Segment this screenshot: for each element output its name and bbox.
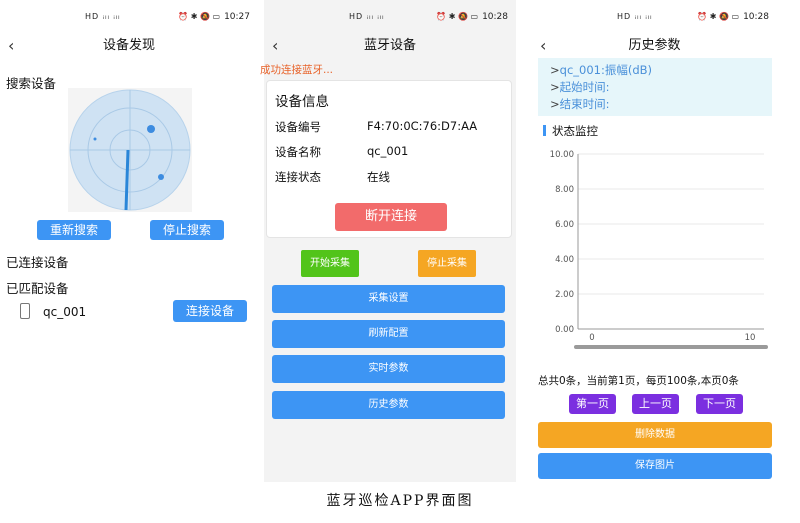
status-icons: ⏰ ✱ 🔕 ▭ bbox=[436, 12, 478, 21]
device-id-value: F4:70:0C:76:D7:AA bbox=[367, 119, 478, 133]
x-tick-label: 0 bbox=[589, 333, 594, 343]
back-arrow-icon[interactable]: ‹ bbox=[540, 36, 547, 55]
line-chart: 0.00 2.00 4.00 6.00 8.00 10.00 0 10 bbox=[550, 150, 768, 349]
realtime-params-button[interactable]: 实时参数 bbox=[272, 355, 505, 383]
refresh-config-button[interactable]: 刷新配置 bbox=[272, 320, 505, 348]
nav-bar: ‹ 蓝牙设备 bbox=[264, 33, 516, 59]
connect-device-button[interactable]: 连接设备 bbox=[173, 300, 247, 322]
screen-history-params: HD ᵢₗₗ ᵢₗₗ ⏰ ✱ 🔕 ▭ 10:28 ‹ 历史参数 >qc_001:… bbox=[532, 0, 777, 482]
pagination-text: 总共0条，当前第1页，每页100条,本页0条 bbox=[538, 375, 739, 387]
device-name: qc_001 bbox=[43, 305, 87, 319]
figure-caption: 蓝牙巡检APP界面图 bbox=[326, 493, 474, 509]
y-tick-label: 8.00 bbox=[555, 185, 574, 195]
device-name-value: qc_001 bbox=[367, 144, 409, 158]
page-title: 设备发现 bbox=[102, 38, 155, 53]
device-name-label: 设备名称 bbox=[275, 145, 321, 159]
search-label: 搜索设备 bbox=[6, 76, 57, 91]
y-tick-label: 0.00 bbox=[555, 325, 574, 335]
y-tick-label: 10.00 bbox=[550, 150, 574, 160]
prev-page-button[interactable]: 上一页 bbox=[632, 394, 679, 414]
query-info-panel: >qc_001:振幅(dB) >起始时间: >结束时间: bbox=[538, 58, 772, 116]
horizontal-scrollbar bbox=[574, 345, 768, 349]
page-title: 蓝牙设备 bbox=[363, 38, 416, 53]
delete-data-button[interactable]: 删除数据 bbox=[538, 422, 772, 448]
clock: 10:27 bbox=[224, 12, 250, 22]
query-line: >起始时间: bbox=[550, 80, 610, 94]
signal-indicator: HD ᵢₗₗ ᵢₗₗ bbox=[349, 12, 385, 21]
save-image-button[interactable]: 保存图片 bbox=[538, 453, 772, 479]
nav-bar: ‹ 设备发现 bbox=[0, 33, 258, 59]
disconnect-button[interactable]: 断开连接 bbox=[335, 203, 447, 231]
status-monitor-label: 状态监控 bbox=[552, 124, 598, 138]
x-tick-label: 10 bbox=[745, 333, 756, 343]
device-info-card: 设备信息 设备编号 F4:70:0C:76:D7:AA 设备名称 qc_001 … bbox=[266, 80, 512, 238]
radar-scanner bbox=[68, 88, 192, 212]
status-bar: HD ᵢₗₗ ᵢₗₗ ⏰ ✱ 🔕 ▭ 10:28 bbox=[532, 10, 777, 26]
status-icons: ⏰ ✱ 🔕 ▭ bbox=[697, 12, 739, 21]
nav-bar: ‹ 历史参数 bbox=[532, 33, 777, 59]
page-title: 历史参数 bbox=[628, 38, 681, 53]
collect-settings-button[interactable]: 采集设置 bbox=[272, 285, 505, 313]
rescan-button[interactable]: 重新搜索 bbox=[37, 220, 111, 240]
info-title: 设备信息 bbox=[275, 94, 329, 110]
paired-devices-label: 已匹配设备 bbox=[6, 281, 69, 296]
signal-indicator: HD ᵢₗₗ ᵢₗₗ bbox=[617, 12, 653, 21]
stop-collect-button[interactable]: 停止采集 bbox=[418, 250, 476, 277]
toast-message: 成功连接蓝牙... bbox=[260, 64, 334, 76]
device-id-label: 设备编号 bbox=[275, 120, 321, 134]
signal-indicator: HD ᵢₗₗ ᵢₗₗ bbox=[85, 12, 121, 21]
history-params-button[interactable]: 历史参数 bbox=[272, 391, 505, 419]
start-collect-button[interactable]: 开始采集 bbox=[301, 250, 359, 277]
y-tick-label: 2.00 bbox=[555, 290, 574, 300]
y-tick-label: 6.00 bbox=[555, 220, 574, 230]
status-icons: ⏰ ✱ 🔕 ▭ bbox=[178, 12, 220, 21]
y-tick-label: 4.00 bbox=[555, 255, 574, 265]
first-page-button[interactable]: 第一页 bbox=[569, 394, 616, 414]
connection-status-value: 在线 bbox=[367, 170, 390, 184]
clock: 10:28 bbox=[482, 12, 508, 22]
status-bar: HD ᵢₗₗ ᵢₗₗ ⏰ ✱ 🔕 ▭ 10:27 bbox=[0, 10, 258, 26]
next-page-button[interactable]: 下一页 bbox=[696, 394, 743, 414]
stop-search-button[interactable]: 停止搜索 bbox=[150, 220, 224, 240]
phone-icon bbox=[20, 303, 30, 319]
query-line: >结束时间: bbox=[550, 97, 610, 111]
section-marker bbox=[543, 125, 546, 136]
screen-device-discovery: HD ᵢₗₗ ᵢₗₗ ⏰ ✱ 🔕 ▭ 10:27 ‹ 设备发现 搜索设备 重新搜… bbox=[0, 0, 258, 482]
query-line: >qc_001:振幅(dB) bbox=[550, 63, 652, 77]
back-arrow-icon[interactable]: ‹ bbox=[272, 36, 279, 55]
connection-status-label: 连接状态 bbox=[275, 170, 321, 184]
status-bar: HD ᵢₗₗ ᵢₗₗ ⏰ ✱ 🔕 ▭ 10:28 bbox=[264, 10, 516, 26]
screen-bluetooth-device: HD ᵢₗₗ ᵢₗₗ ⏰ ✱ 🔕 ▭ 10:28 ‹ 蓝牙设备 成功连接蓝牙..… bbox=[260, 0, 516, 482]
connected-devices-label: 已连接设备 bbox=[6, 255, 69, 270]
clock: 10:28 bbox=[743, 12, 769, 22]
back-arrow-icon[interactable]: ‹ bbox=[8, 36, 15, 55]
